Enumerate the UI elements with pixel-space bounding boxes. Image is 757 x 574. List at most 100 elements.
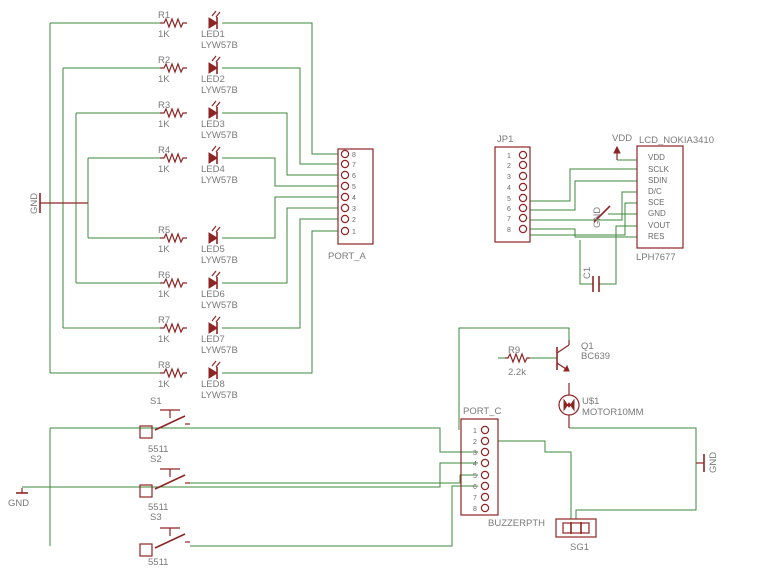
wire-jp1-lcd [530,191,637,221]
gnd-label-left: GND [29,193,40,214]
led-name: LED7 [201,334,225,345]
jp1-label: JP1 [497,134,513,145]
resistor-name: R3 [158,100,170,111]
resistor-name: R4 [158,145,170,156]
wire-cap [579,240,593,285]
port-c-pin-number: 5 [473,473,477,480]
wire-led-port-a [222,218,338,329]
port-c-pin [480,492,490,502]
r9-value: 2.2k [508,367,526,378]
port-c-pin [480,458,490,468]
led-value: LYW57B [201,255,238,266]
buzzer-sg1: SG1 [555,518,597,553]
led-name: LED6 [201,289,225,300]
wire-led-port-a [222,230,338,374]
port-a-pin [340,159,350,169]
port-a-pin [340,170,350,180]
c1-label: C1 [582,267,593,279]
transistor-q1: Q1 BC639 [556,340,610,372]
wire-switch [22,462,478,488]
lcd-value: LPH7677 [636,252,676,263]
port-c-pin [480,503,490,513]
port-c-label: PORT_C [463,406,502,417]
resistor-name: R8 [158,360,170,371]
wire-switch [190,485,478,547]
jp1-pin [518,224,528,234]
switch-value: 5511 [148,557,168,568]
port-c-pin [480,425,490,435]
jp1-pin [518,160,528,170]
port-c-pin-number: 3 [473,450,477,457]
gnd-label-bottom: GND [8,498,29,509]
resistor-name: R2 [158,55,170,66]
switch-value: 5511 [148,502,168,513]
port-a-pin [340,214,350,224]
jp1-pin-number: 8 [507,227,511,234]
motor-value: MOTOR10MM [582,407,644,418]
buzzer-name: SG1 [570,542,589,553]
wire-led-port-a [222,157,338,187]
port-c-pin [480,470,490,480]
led-value: LYW57B [201,345,238,356]
gnd-label-right: GND [708,452,719,473]
wire-jp1-lcd [530,168,637,202]
jp1-pin-number: 3 [507,174,511,181]
lcd-name: LCD_NOKIA3410 [639,135,714,146]
led-value: LYW57B [201,300,238,311]
port-a-label: PORT_A [328,251,367,262]
jp1-pin [518,171,528,181]
port-a-pin-number: 1 [352,229,356,236]
resistor-name: R1 [158,10,170,21]
jp1-pin [518,150,528,160]
wire-motor-supply [458,327,570,430]
port-c-pin [480,481,490,491]
wire-led-port-a [222,67,338,165]
port-a-pin-number: 2 [352,217,356,224]
resistor-r9: R9 2.2k [505,345,530,378]
resistor-name: R6 [158,270,170,281]
lcd-pin-name: SCLK [648,165,670,174]
lcd-nokia3410[interactable]: VDD LCD_NOKIA3410 VDDSCLKSDIND/CSCEGNDVO… [592,133,714,263]
wire-led-port-a [222,207,338,284]
motor-u1: U$1 MOTOR10MM [558,383,644,428]
gnd-label-lcd: GND [592,207,603,228]
vdd-label: VDD [612,133,632,144]
jp1-pin-number: 6 [507,206,511,213]
jp1-pin-number: 2 [507,163,511,170]
wire-jp1-lcd [530,202,637,236]
led-name: LED3 [201,119,225,130]
resistor-value: 1K [158,164,170,175]
port-a-pin [340,149,350,159]
led-value: LYW57B [201,85,238,96]
resistor-value: 1K [158,289,170,300]
buzzer-value: BUZZERPTH [488,518,545,529]
resistor-value: 1K [158,244,170,255]
resistor-name: R7 [158,315,170,326]
port-a-pin [340,181,350,191]
lcd-pin-name: D/C [648,187,662,196]
port-a-pin [340,192,350,202]
lcd-pin-name: VOUT [648,221,670,230]
wire-led-port-a [222,196,338,239]
led-name: LED2 [201,74,225,85]
switch-value: 5511 [148,444,168,455]
resistor-value: 1K [158,29,170,40]
led-value: LYW57B [201,175,238,186]
resistor-value: 1K [158,379,170,390]
motor-name: U$1 [582,396,599,407]
q1-value: BC639 [581,351,610,362]
resistor-name: R5 [158,225,170,236]
